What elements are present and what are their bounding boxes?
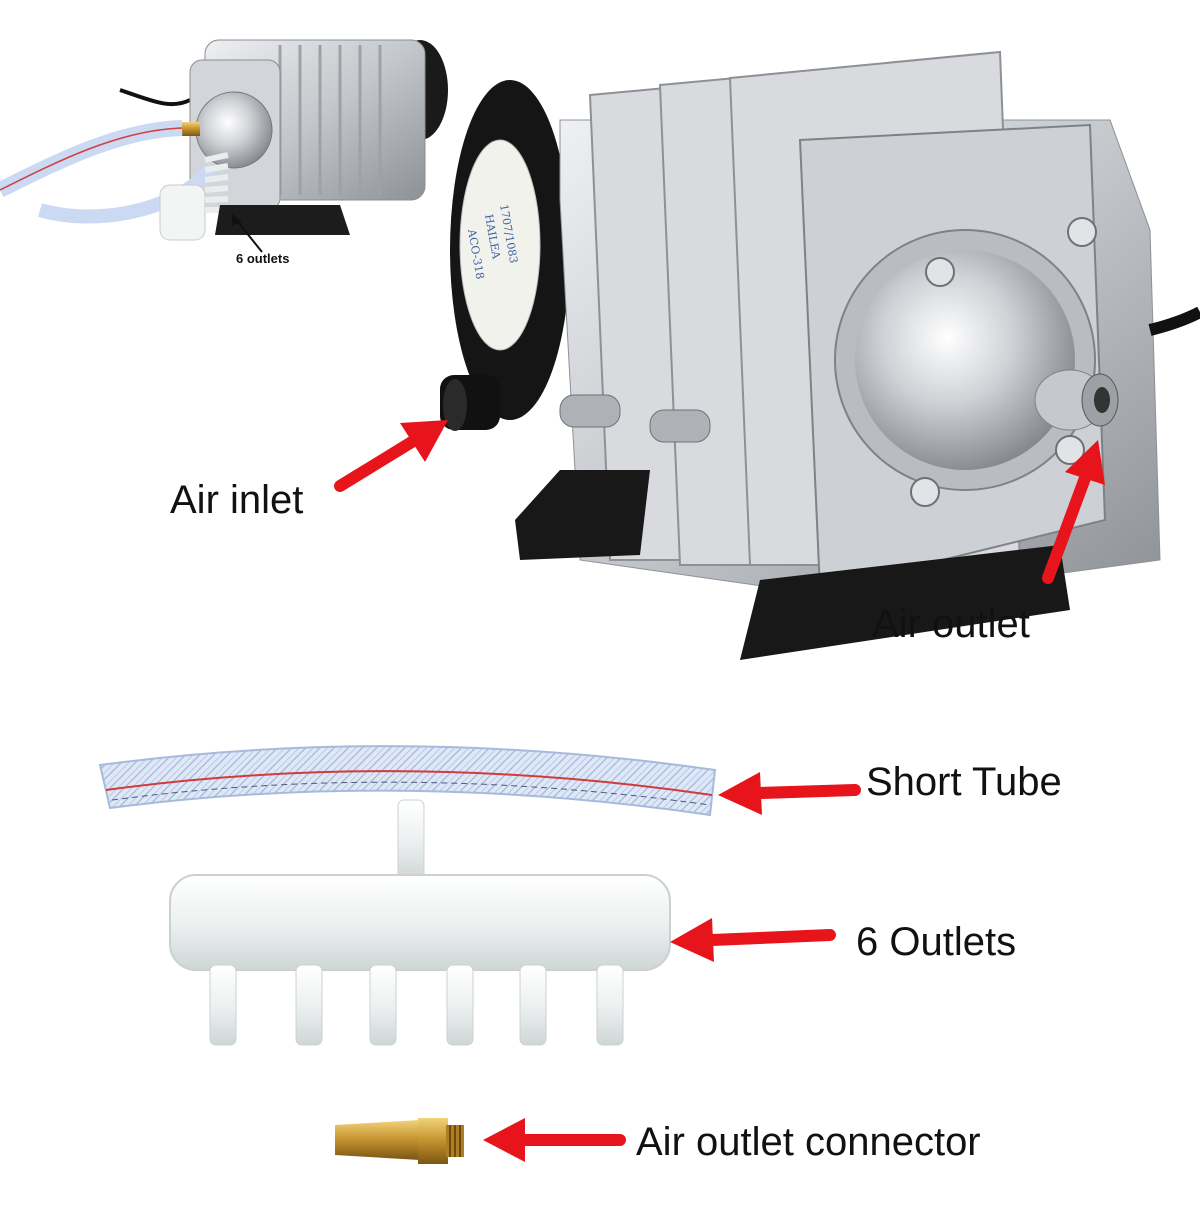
arrow-connector-head <box>483 1118 525 1162</box>
label-six-outlets-small: 6 outlets <box>236 251 290 266</box>
inset-pump-photo <box>0 39 448 253</box>
arrow-air-inlet <box>334 434 421 492</box>
arrow-short-tube-head <box>718 772 762 815</box>
main-pump-photo: ACO-318 HAILEA 1707/1083 <box>440 50 1200 660</box>
label-air-inlet: Air inlet <box>170 478 304 522</box>
label-air-outlet: Air outlet <box>872 602 1030 646</box>
arrow-air-outlet-head <box>1065 440 1105 485</box>
label-six-outlets: 6 Outlets <box>856 920 1017 964</box>
air-outlet-connector-photo <box>335 1118 464 1164</box>
label-short-tube: Short Tube <box>866 760 1062 804</box>
six-outlet-manifold-photo <box>169 799 671 1046</box>
callout-arrows <box>334 420 1105 1162</box>
arrow-air-inlet-head <box>400 420 448 462</box>
short-tube-photo <box>98 745 717 817</box>
arrow-six-outlets-head <box>670 918 714 962</box>
arrow-short-tube <box>754 784 861 799</box>
label-air-outlet-connector: Air outlet connector <box>636 1120 981 1164</box>
arrow-air-outlet <box>1042 472 1091 584</box>
arrow-six-outlets <box>706 929 836 946</box>
